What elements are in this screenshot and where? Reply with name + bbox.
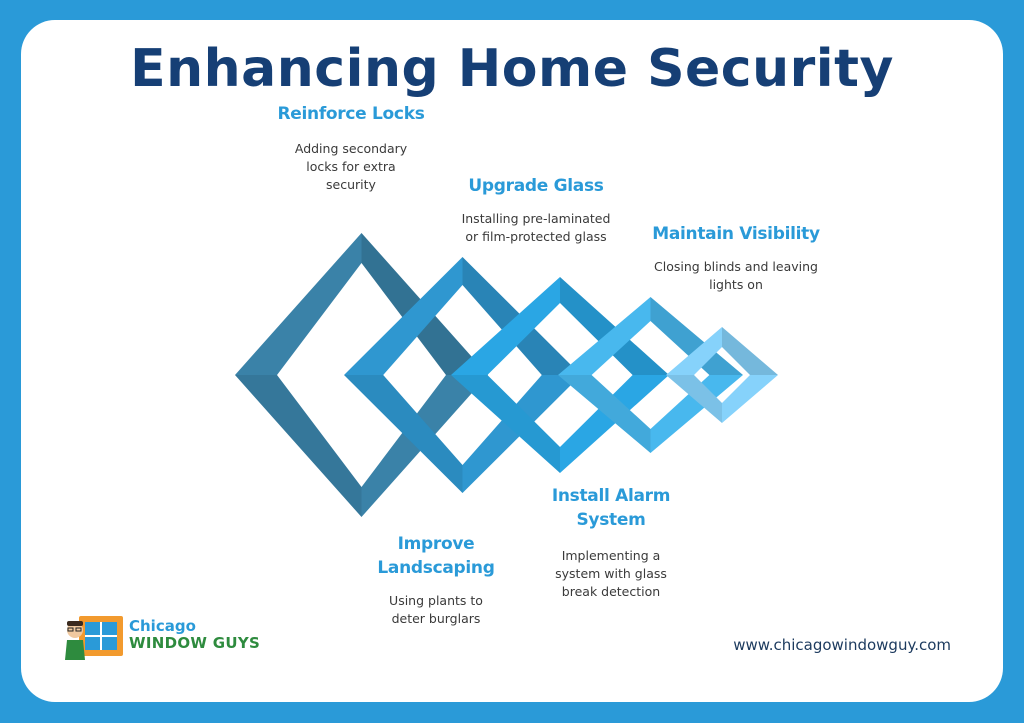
upgrade-glass-shape <box>451 277 669 473</box>
step-reinforce-locks-desc: Adding secondary locks for extra securit… <box>294 141 408 192</box>
infographic-card: Enhancing Home Security Reinforce Locks … <box>21 20 1003 702</box>
step-improve-landscaping-label: Improve Landscaping <box>377 534 495 578</box>
step-upgrade-glass-label: Upgrade Glass <box>468 176 604 196</box>
security-steps-diagram <box>235 233 778 517</box>
maintain-visibility-shape <box>666 327 778 423</box>
reinforce-locks-shape-facet-lower <box>235 375 362 517</box>
page-title: Enhancing Home Security <box>130 39 894 99</box>
step-upgrade-glass-desc: Installing pre-laminated or film-protect… <box>461 211 611 244</box>
logo-text-line1: Chicago <box>129 617 196 635</box>
install-alarm-shape-facet <box>650 297 743 375</box>
website-url[interactable]: www.chicagowindowguy.com <box>733 636 951 654</box>
step-maintain-visibility-desc: Closing blinds and leaving lights on <box>654 259 818 292</box>
step-install-alarm-desc: Implementing a system with glass break d… <box>555 548 667 599</box>
maintain-visibility-shape-facet-lower <box>666 375 722 423</box>
install-alarm-shape-facet-lower <box>558 375 651 453</box>
step-improve-landscaping-desc: Using plants to deter burglars <box>389 593 483 626</box>
logo-text-line2: WINDOW GUYS <box>129 634 261 652</box>
company-logo: Chicago WINDOW GUYS <box>63 614 283 664</box>
install-alarm-shape <box>558 297 743 453</box>
upgrade-glass-shape-facet <box>560 277 669 375</box>
upgrade-glass-shape-facet-lower <box>451 375 560 473</box>
improve-landscaping-shape-facet-lower <box>344 375 463 493</box>
logo-mascot-window-icon <box>65 616 123 660</box>
step-maintain-visibility-label: Maintain Visibility <box>652 224 820 244</box>
step-install-alarm-label: Install Alarm System <box>551 486 671 530</box>
step-reinforce-locks-label: Reinforce Locks <box>277 104 425 124</box>
maintain-visibility-shape-facet <box>722 327 778 375</box>
